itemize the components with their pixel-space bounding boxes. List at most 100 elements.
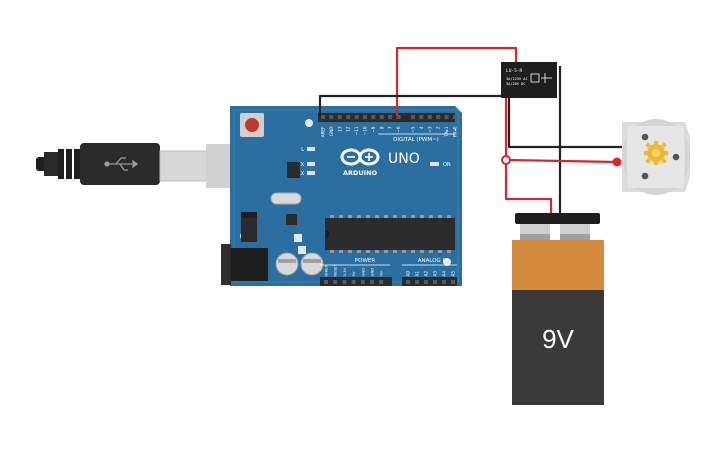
- relay-spec-1: 3A/125V AC: [506, 77, 528, 81]
- led-on: [430, 162, 439, 166]
- motor-terminal: [641, 133, 649, 141]
- board-model: UNO: [388, 151, 420, 167]
- digital-pin-hole[interactable]: [346, 115, 351, 119]
- relay-module[interactable]: LU-5-R 3A/125V AC 3A/28V DC: [501, 62, 557, 98]
- analog-pin-hole[interactable]: [433, 280, 437, 284]
- motor-terminal: [641, 172, 649, 180]
- battery-terminal-negative: [560, 224, 590, 236]
- analog-pin-label: A2: [424, 271, 429, 277]
- digital-pin-label: ~9: [371, 126, 376, 133]
- digital-pin-hole[interactable]: [396, 115, 401, 119]
- digital-pin-label: TX▸1: [444, 126, 449, 138]
- digital-pin-label: ~11: [354, 126, 359, 135]
- dc-motor[interactable]: [622, 119, 690, 195]
- red-wire-to-battery[interactable]: [504, 160, 553, 214]
- relay-spec-2: 3A/28V DC: [506, 82, 525, 86]
- arduino-logo-text: ARDUINO: [343, 169, 378, 177]
- relay-symbol-icon: [530, 73, 552, 83]
- power-pin-hole[interactable]: [333, 280, 338, 284]
- power-pin-hole[interactable]: [342, 280, 347, 284]
- digital-pin-hole[interactable]: [427, 115, 432, 119]
- power-pin-label: 3.3V: [342, 267, 347, 276]
- digital-pin-label: 13: [337, 126, 342, 132]
- red-wire-relay-to-motor[interactable]: [504, 98, 618, 164]
- arduino-logo-icon: [340, 148, 380, 166]
- led-rx-label: RX: [297, 171, 304, 177]
- digital-pin-hole[interactable]: [354, 115, 359, 119]
- led-tx-label: TX: [297, 162, 305, 168]
- analog-pin-label: A1: [415, 271, 420, 277]
- digital-pin-hole[interactable]: [321, 115, 325, 119]
- digital-pin-hole[interactable]: [379, 115, 384, 119]
- led-rx: [307, 171, 315, 175]
- black-wire-gnd-to-relay[interactable]: [318, 94, 504, 116]
- atmega-chip: [325, 215, 455, 253]
- power-pin-header[interactable]: [320, 277, 392, 286]
- digital-pin-label: RX◂0: [453, 126, 458, 137]
- analog-pin-label: A3: [433, 271, 438, 277]
- analog-pin-label: A4: [442, 271, 447, 277]
- digital-pin-label: 7: [388, 126, 393, 129]
- power-pin-hole[interactable]: [379, 280, 384, 284]
- analog-pin-label: A5: [451, 271, 456, 277]
- digital-pin-hole[interactable]: [388, 115, 393, 119]
- digital-pin-hole[interactable]: [329, 115, 334, 119]
- analog-pin-header[interactable]: [402, 277, 457, 286]
- power-pin-hole[interactable]: [370, 280, 374, 284]
- motor-red-connection: [612, 157, 622, 167]
- digital-pin-hole[interactable]: [337, 115, 342, 119]
- digital-header-label: DIGITAL (PWM~): [393, 137, 439, 143]
- digital-pin-hole[interactable]: [444, 115, 449, 119]
- digital-pin-label: 12: [346, 126, 351, 132]
- led-on-label: ON: [443, 162, 451, 168]
- analog-pin-hole[interactable]: [424, 280, 428, 284]
- analog-pin-label: A0: [406, 271, 411, 277]
- digital-pin-header[interactable]: [318, 113, 455, 122]
- analog-pin-hole[interactable]: [451, 280, 455, 284]
- digital-pin-hole[interactable]: [363, 115, 367, 119]
- digital-pin-label: ~5: [411, 126, 416, 133]
- analog-pin-hole[interactable]: [406, 280, 410, 284]
- digital-pin-hole[interactable]: [371, 115, 376, 119]
- digital-pin-label: AREF: [321, 126, 326, 137]
- digital-pin-label: ~6: [396, 126, 401, 133]
- mounting-hole: [305, 119, 313, 127]
- battery-label: 9V: [542, 324, 574, 354]
- capacitor: [300, 252, 324, 276]
- power-pin-label: GND: [370, 268, 375, 277]
- voltage-regulator: [241, 217, 257, 242]
- wire-junction: [501, 155, 511, 165]
- dc-power-jack[interactable]: [221, 244, 268, 285]
- digital-pin-hole[interactable]: [411, 115, 415, 119]
- power-pin-hole[interactable]: [324, 280, 328, 284]
- led-tx: [307, 162, 315, 166]
- red-wire-pin6-to-relay[interactable]: [395, 46, 518, 116]
- battery-terminal-positive: [520, 224, 550, 236]
- crystal-oscillator: [270, 192, 302, 205]
- power-pin-hole[interactable]: [351, 280, 356, 284]
- analog-pin-hole[interactable]: [442, 280, 446, 284]
- digital-pin-label: ~3: [427, 126, 432, 133]
- analog-pin-hole[interactable]: [415, 280, 419, 284]
- mounting-hole: [443, 258, 451, 266]
- led-l: [307, 147, 315, 151]
- power-pin-hole[interactable]: [360, 280, 365, 284]
- capacitor: [275, 252, 299, 276]
- digital-pin-hole[interactable]: [436, 115, 441, 119]
- black-wire-relay-to-motor[interactable]: [507, 98, 629, 149]
- digital-pin-label: 8: [379, 126, 384, 129]
- led-l-label: L: [301, 147, 304, 153]
- digital-pin-label: GND: [329, 127, 334, 137]
- power-pin-label: 5V: [351, 271, 356, 276]
- analog-label: ANALOG IN: [418, 258, 449, 264]
- reset-button[interactable]: [240, 113, 264, 137]
- smd-chip: [286, 214, 297, 225]
- digital-pin-hole[interactable]: [419, 115, 424, 119]
- digital-pin-hole[interactable]: [453, 115, 457, 119]
- usb-symbol-icon: [104, 157, 139, 171]
- power-pin-label: IOREF: [324, 265, 329, 276]
- battery-9v[interactable]: 9V: [512, 213, 604, 405]
- motor-terminal: [672, 153, 680, 161]
